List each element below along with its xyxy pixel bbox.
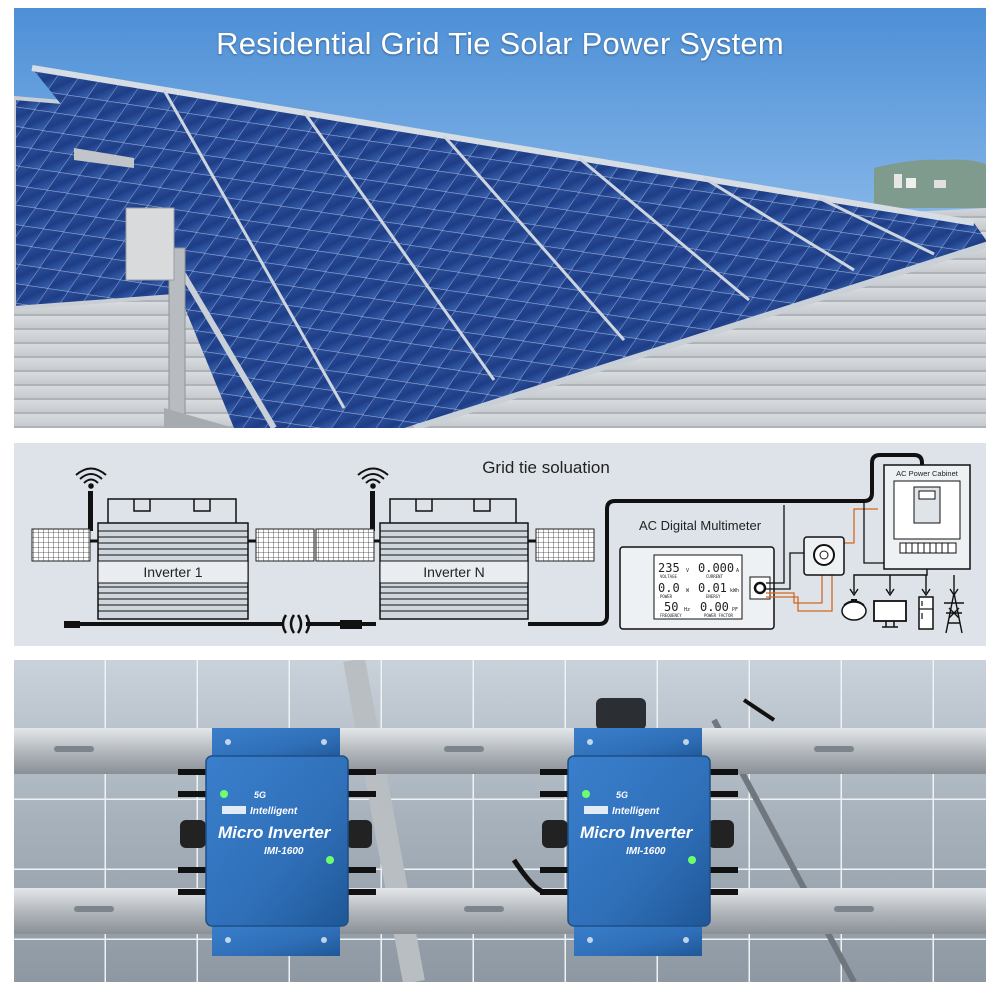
badge-5g: 5G [254,790,266,800]
status-led [326,856,334,864]
power-tower-icon [944,592,964,634]
junction-box [596,698,646,730]
product-model: IMI-1600 [264,846,304,857]
solar-array-illustration [14,65,986,428]
post-base [164,408,234,428]
lcd-power-caption: POWER [660,594,673,599]
status-led [688,856,696,864]
ac-connector [708,820,734,848]
micro-inverter-photo: 5G Intelligent Micro Inverter IMI-1600 [14,660,986,982]
panel-frame-top [31,65,975,226]
solar-array-photo: Residential Grid Tie Solar Power System [14,8,986,428]
lcd-current-value: 0.000 [698,561,734,575]
lcd-energy-value: 0.01 [698,581,727,595]
badge-5g: 5G [616,790,628,800]
lcd-current-unit: A [736,568,739,574]
lcd-frequency-caption: FREQUENCY [660,613,682,618]
inverter-1: Inverter 1 [31,467,315,620]
mounting-holes [225,739,327,943]
ac-power-cabinet: AC Power Cabinet [883,464,971,570]
distant-building [906,178,916,188]
solar-module-icon [31,528,91,562]
wifi-icon [75,467,107,489]
status-led [220,790,228,798]
inverter-n-label: Inverter N [423,564,484,580]
trunk-cable [742,698,776,722]
distant-building [934,180,946,188]
lcd-pf-value: 0.00 [700,600,729,614]
solar-module-icon [535,528,595,562]
ac-output-cable [528,453,924,626]
panel-frame-bottom [413,241,986,428]
lcd-frequency-value: 50 [664,600,678,614]
lcd-energy-caption: ENERGY [706,594,721,599]
page-title: Residential Grid Tie Solar Power System [216,26,784,61]
ac-connector [542,820,568,848]
distant-building [894,174,902,188]
grid-tie-schematic: Grid tie soluation Inverter 1 [31,453,971,634]
micro-inverter-left: 5G Intelligent Micro Inverter IMI-1600 [178,728,376,956]
lcd-voltage-unit: V [686,568,689,574]
product-subtitle: Intelligent [250,806,298,817]
lcd-voltage-caption: VOLTAGE [660,574,677,579]
cable-end-cap [64,621,80,628]
junction-box [125,207,175,281]
distant-hills [874,159,986,208]
monitor-icon [873,600,907,628]
diagram-heading: Grid tie soluation [482,458,610,477]
multimeter-label: AC Digital Multimeter [639,518,762,533]
inverter-n: Inverter N [315,467,595,620]
mounting-post [168,247,186,428]
meter-terminal [753,581,767,595]
cable-break-mark [281,614,311,634]
panel-bracket [74,148,134,168]
brand-logo [584,806,608,814]
ac-connector [180,820,206,848]
solar-module-icon [255,528,315,562]
antenna [370,491,375,531]
lcd-energy-unit: kWh [730,588,739,594]
rail-slots [54,746,874,912]
lcd-pf-caption: POWER FACTOR [704,613,733,618]
current-transformer [803,536,845,576]
trunk-cable [511,858,545,895]
cable-connector [340,620,362,629]
micro-inverter-illustration: 5G Intelligent Micro Inverter IMI-1600 [14,660,986,982]
ac-connector [346,820,372,848]
lcd-power-value: 0.0 [658,581,680,595]
wifi-icon [357,467,389,489]
ac-digital-multimeter: AC Digital Multimeter 235 V 0.000 A VOLT… [619,518,775,630]
product-subtitle: Intelligent [612,806,660,817]
product-name: Micro Inverter [580,823,694,842]
product-name: Micro Inverter [218,823,332,842]
mounting-holes [587,739,689,943]
lcd-power-unit: W [686,588,690,594]
lcd-pf-unit: PF [732,607,738,613]
solar-module-icon [315,528,375,562]
lcd-current-caption: CURRENT [706,574,723,579]
lcd-voltage-value: 235 [658,561,680,575]
dc-connectors [178,769,376,895]
grid-tie-diagram: Grid tie soluation Inverter 1 [14,443,986,646]
ct-wiring [766,501,884,612]
rice-cooker-icon [841,599,867,621]
product-model: IMI-1600 [626,846,666,857]
fridge-icon [918,596,934,630]
load-distribution-lines [849,569,959,597]
cabinet-label: AC Power Cabinet [896,469,959,478]
dc-connectors [540,769,738,895]
lcd-frequency-unit: Hz [684,607,690,613]
inverter-1-label: Inverter 1 [143,564,202,580]
antenna [88,491,93,531]
module-separators [162,89,935,409]
solar-panel-array [32,68,986,428]
micro-inverter-right: 5G Intelligent Micro Inverter IMI-1600 [540,698,738,956]
brand-logo [222,806,246,814]
status-led [582,790,590,798]
